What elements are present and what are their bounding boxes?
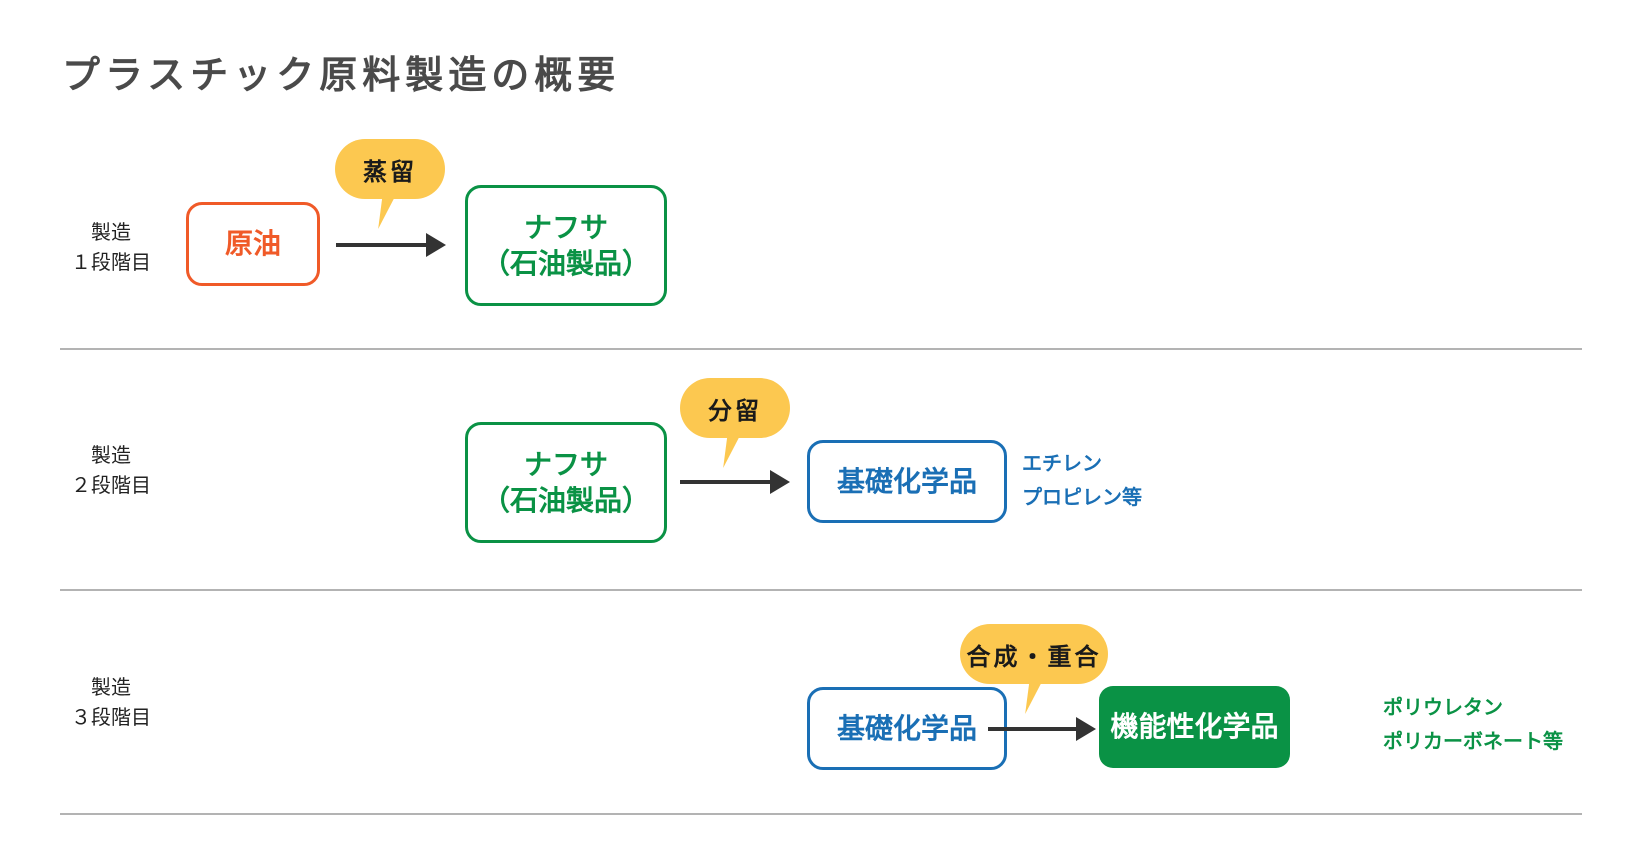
naphtha-box: ナフサ （石油製品） [465, 422, 667, 543]
basic-chemicals-examples: エチレン プロピレン等 [1022, 446, 1142, 514]
example-item: ポリカーボネート等 [1383, 729, 1563, 753]
process-label: 蒸留 [363, 157, 417, 186]
naphtha-sublabel: （石油製品） [481, 246, 650, 280]
bubble-tail-icon [716, 432, 742, 468]
bubble-tail-icon [371, 193, 397, 229]
right-arrow-icon [680, 470, 790, 494]
crude-oil-label: 原油 [224, 227, 281, 260]
right-arrow-icon [336, 233, 446, 257]
stage-3-label-line2: ３段階目 [71, 705, 151, 729]
stage-1-label-line1: 製造 [91, 220, 131, 244]
stage-1-label: 製造 １段階目 [66, 217, 156, 277]
stage-1-label-line2: １段階目 [71, 250, 151, 274]
stage-divider [60, 589, 1582, 591]
basic-chemicals-box: 基礎化学品 [807, 687, 1007, 770]
right-arrow-icon [988, 717, 1096, 741]
crude-oil-box: 原油 [186, 202, 320, 286]
naphtha-sublabel: （石油製品） [481, 483, 650, 517]
stage-2-label: 製造 ２段階目 [66, 440, 156, 500]
stage-divider [60, 348, 1582, 350]
basic-chemicals-box: 基礎化学品 [807, 440, 1007, 523]
stage-3-label: 製造 ３段階目 [66, 672, 156, 732]
process-label: 分留 [708, 396, 762, 425]
stage-divider [60, 813, 1582, 815]
basic-chemicals-label: 基礎化学品 [836, 711, 977, 745]
functional-chemicals-label: 機能性化学品 [1110, 710, 1279, 743]
process-bubble-fractionation: 分留 [680, 378, 790, 468]
example-item: プロピレン等 [1022, 485, 1142, 509]
stage-2-label-line1: 製造 [91, 443, 131, 467]
naphtha-box: ナフサ （石油製品） [465, 185, 667, 306]
naphtha-label: ナフサ [523, 210, 608, 244]
example-item: エチレン [1022, 451, 1102, 475]
stage-3-label-line1: 製造 [91, 675, 131, 699]
functional-chemicals-box: 機能性化学品 [1099, 686, 1290, 768]
process-bubble-distillation: 蒸留 [335, 139, 445, 229]
process-bubble-synthesis-polymerization: 合成・重合 [960, 624, 1108, 714]
basic-chemicals-label: 基礎化学品 [836, 464, 977, 498]
functional-chemicals-examples: ポリウレタン ポリカーボネート等 [1383, 690, 1563, 758]
stage-2-label-line2: ２段階目 [71, 473, 151, 497]
process-label: 合成・重合 [966, 642, 1102, 671]
bubble-tail-icon [1018, 678, 1044, 714]
page-title: プラスチック原料製造の概要 [62, 53, 621, 97]
example-item: ポリウレタン [1383, 695, 1503, 719]
naphtha-label: ナフサ [523, 447, 608, 481]
